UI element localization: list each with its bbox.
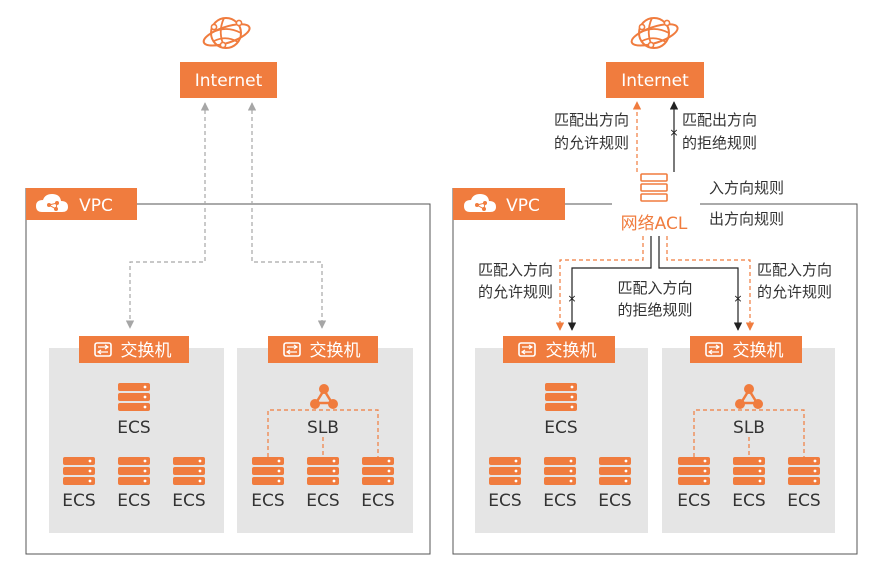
server-icon: [118, 457, 150, 485]
ecs-label: ECS: [598, 491, 631, 511]
switch1-panel: [475, 348, 648, 533]
in-deny-mid-line2: 的拒绝规则: [617, 301, 692, 319]
right-diagram: Internet × 匹配出方向 的允许规则 匹配出方向 的拒绝规则 VPC 网…: [452, 17, 858, 555]
server-icon: [733, 457, 765, 485]
globe-icon: [628, 17, 681, 51]
slb-connectors: [267, 409, 379, 457]
ecs-label: ECS: [117, 491, 150, 511]
server-icon: [544, 457, 576, 485]
legend-inbound: 入方向规则: [709, 179, 784, 197]
switch1-panel: [49, 348, 224, 533]
in-allow-left-line1: 匹配入方向: [478, 261, 553, 279]
server-icon: [545, 383, 577, 411]
vpc-frame: [452, 188, 858, 555]
out-deny-line2: 的拒绝规则: [682, 134, 757, 152]
switch1-label: 交换机: [121, 341, 172, 361]
server-icon: [362, 457, 394, 485]
ecs-label: ECS: [732, 491, 765, 511]
ecs-label: ECS: [543, 491, 576, 511]
switch2-label: 交换机: [310, 341, 361, 361]
server-icon: [788, 457, 820, 485]
out-deny-line1: 匹配出方向: [682, 111, 757, 129]
deny-mark-icon: ×: [669, 126, 678, 139]
internet-label: Internet: [621, 71, 689, 91]
legend-outbound: 出方向规则: [709, 210, 784, 228]
ecs-label: ECS: [787, 491, 820, 511]
out-allow-line2: 的允许规则: [554, 134, 629, 152]
server-icon: [63, 457, 95, 485]
ecs-label: ECS: [172, 491, 205, 511]
acl-server-icon: [640, 173, 668, 202]
server-icon: [307, 457, 339, 485]
switch2-tag: [268, 336, 378, 363]
deny-mark-icon: ×: [567, 292, 576, 305]
inbound-allow-left-arrow: [555, 236, 644, 331]
out-allow-line1: 匹配出方向: [554, 111, 629, 129]
left-diagram: Internet VPC 交换机 交换机 ECS ECS ECS ECS SLB: [25, 17, 431, 555]
vpc-label: VPC: [506, 196, 540, 216]
globe-icon: [200, 17, 253, 51]
in-allow-right-line1: 匹配入方向: [757, 261, 832, 279]
connector-internet-switch2: [247, 102, 327, 329]
switch2-label: 交换机: [733, 341, 784, 361]
ecs-label: ECS: [306, 491, 339, 511]
acl-label: 网络ACL: [621, 214, 688, 234]
in-deny-mid-line1: 匹配入方向: [617, 279, 692, 297]
inbound-deny-left-arrow: [567, 236, 652, 331]
server-icon: [678, 457, 710, 485]
server-icon: [252, 457, 284, 485]
deny-mark-icon: ×: [733, 292, 742, 305]
vpc-frame: [25, 188, 431, 555]
ecs-label: ECS: [544, 418, 577, 438]
server-icon: [489, 457, 521, 485]
vpc-label: VPC: [79, 196, 113, 216]
inbound-deny-right-arrow: [658, 236, 743, 331]
slb-connectors: [693, 409, 805, 457]
slb-label: SLB: [307, 418, 339, 438]
switch2-tag: [690, 336, 802, 363]
ecs-label: ECS: [677, 491, 710, 511]
internet-label: Internet: [195, 71, 263, 91]
slb-label: SLB: [733, 418, 765, 438]
server-icon: [173, 457, 205, 485]
internet-box: [180, 62, 277, 98]
ecs-label: ECS: [488, 491, 521, 511]
in-allow-right-line2: 的允许规则: [757, 283, 832, 301]
ecs-label: ECS: [251, 491, 284, 511]
ecs-label: ECS: [361, 491, 394, 511]
ecs-label: ECS: [117, 418, 150, 438]
in-allow-left-line2: 的允许规则: [478, 283, 553, 301]
connector-internet-switch1: [125, 102, 210, 329]
switch1-label: 交换机: [546, 341, 597, 361]
server-icon: [118, 383, 150, 411]
internet-box: [606, 62, 704, 98]
ecs-label: ECS: [62, 491, 95, 511]
switch1-tag: [79, 336, 189, 363]
inbound-allow-right-arrow: [666, 236, 755, 331]
switch1-tag: [503, 336, 615, 363]
server-icon: [599, 457, 631, 485]
switch2-panel: [237, 348, 413, 533]
